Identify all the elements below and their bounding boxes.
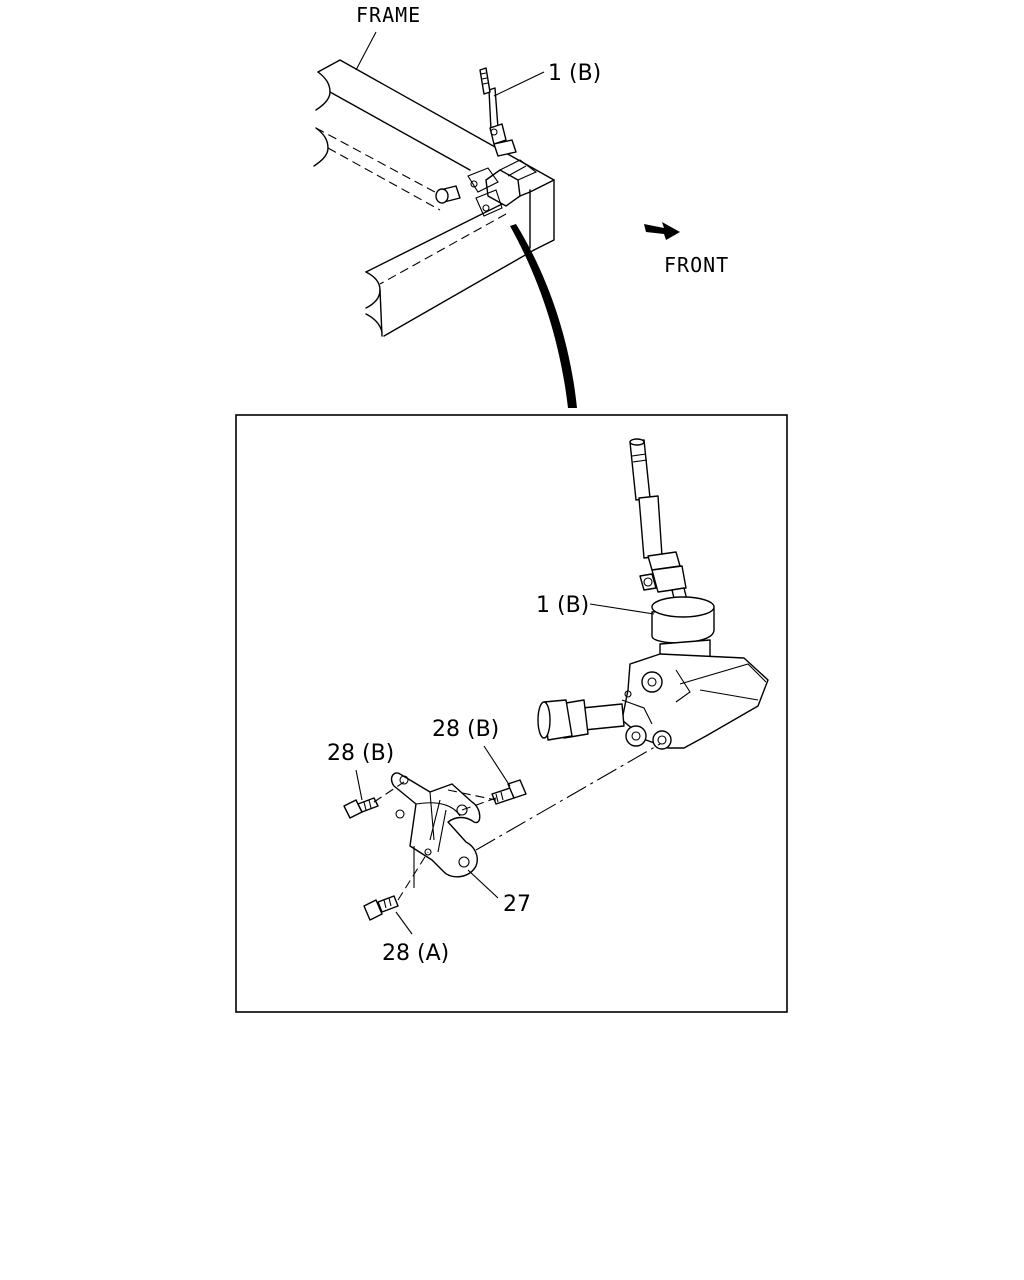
part-28b-left-label: 28 (B) bbox=[327, 741, 394, 766]
bolt-28a bbox=[363, 895, 399, 921]
assembly-center-line bbox=[475, 743, 661, 851]
bolt-28b-left bbox=[343, 797, 379, 819]
assembly-line-b bbox=[461, 797, 497, 811]
part-1b-top-label: 1 (B) bbox=[548, 61, 601, 86]
frame-overview bbox=[313, 59, 577, 408]
shift-lever-assembly bbox=[537, 438, 769, 750]
part-28b-left-leader-line bbox=[355, 769, 363, 801]
frame-label: FRAME bbox=[356, 3, 421, 27]
part-1b-detail-label: 1 (B) bbox=[536, 593, 589, 618]
front-label: FRONT bbox=[664, 253, 729, 277]
part-28b-right-leader-line bbox=[483, 745, 511, 787]
part-27-label: 27 bbox=[503, 892, 531, 917]
bolt-28b-right bbox=[491, 779, 527, 805]
part-1b-top-leader-line bbox=[493, 71, 545, 97]
part-28b-right-label: 28 (B) bbox=[432, 717, 499, 742]
detail-box bbox=[235, 414, 788, 1013]
part-1b-detail-leader-line bbox=[589, 603, 655, 615]
part-28a-leader-line bbox=[395, 911, 413, 935]
part-27-leader-line bbox=[467, 869, 499, 899]
frame-leader-line bbox=[355, 31, 377, 71]
part-28a-label: 28 (A) bbox=[382, 941, 449, 966]
assembly-line-d bbox=[447, 789, 497, 801]
bracket-27 bbox=[390, 772, 481, 888]
assembly-line-c bbox=[397, 851, 429, 901]
assembly-line-a bbox=[373, 781, 405, 803]
front-arrow-icon bbox=[644, 222, 680, 240]
